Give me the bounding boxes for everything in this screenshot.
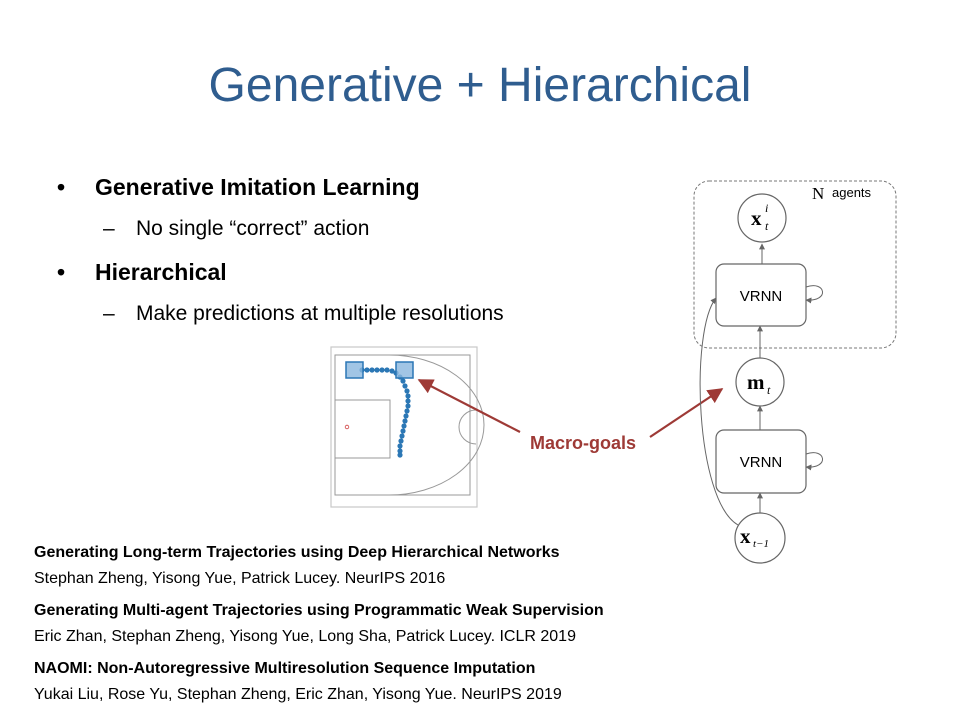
- bullet-label: Hierarchical: [95, 259, 227, 285]
- reference-authors: Yukai Liu, Rose Yu, Stephan Zheng, Eric …: [34, 686, 562, 703]
- plate-symbol: N: [812, 184, 824, 203]
- reference-authors: Stephan Zheng, Yisong Yue, Patrick Lucey…: [34, 570, 446, 587]
- vrnn-label-lower: VRNN: [740, 454, 783, 471]
- output-node-subscript: t: [765, 219, 769, 233]
- macro-goal-marker: [345, 361, 364, 379]
- plate-label: agents: [832, 185, 872, 200]
- bullet-label: Generative Imitation Learning: [95, 174, 420, 200]
- reference-title: Generating Long-term Trajectories using …: [34, 544, 560, 561]
- bullet-hierarchical: • Hierarchical: [57, 259, 227, 286]
- dash-icon: –: [103, 302, 115, 325]
- input-node-subscript: t−1: [753, 538, 769, 550]
- subbullet-no-single-action: – No single “correct” action: [103, 217, 370, 241]
- bullet-dot-icon: •: [57, 174, 66, 200]
- callout-arrow-right: [649, 388, 724, 438]
- recurrent-loop-upper: [805, 285, 823, 304]
- recurrent-loop-lower: [805, 452, 823, 471]
- dash-icon: –: [103, 217, 115, 240]
- bullet-generative: • Generative Imitation Learning: [57, 174, 420, 201]
- callout-label: Macro-goals: [530, 433, 636, 453]
- slide-title: Generative + Hierarchical: [208, 59, 752, 112]
- subbullet-label: No single “correct” action: [136, 217, 370, 240]
- output-node-symbol: x: [751, 206, 762, 230]
- reference-title: NAOMI: Non-Autoregressive Multiresolutio…: [34, 660, 536, 677]
- macro-node-symbol: m: [747, 370, 765, 394]
- edge-input-skip: [699, 297, 739, 526]
- output-node-superscript: i: [765, 201, 768, 215]
- subbullet-multiple-resolutions: – Make predictions at multiple resolutio…: [103, 302, 504, 326]
- subbullet-label: Make predictions at multiple resolutions: [136, 302, 504, 325]
- macro-node-subscript: t: [767, 383, 771, 397]
- input-node-symbol: x: [740, 524, 751, 548]
- vrnn-label-upper: VRNN: [740, 288, 783, 305]
- output-node: [737, 193, 787, 243]
- agent-plate: [693, 180, 897, 349]
- callout-arrow-left: [417, 379, 521, 433]
- reference-authors: Eric Zhan, Stephan Zheng, Yisong Yue, Lo…: [34, 628, 576, 645]
- reference-title: Generating Multi-agent Trajectories usin…: [34, 602, 604, 619]
- macro-goal-marker: [395, 361, 414, 379]
- bullet-dot-icon: •: [57, 259, 66, 285]
